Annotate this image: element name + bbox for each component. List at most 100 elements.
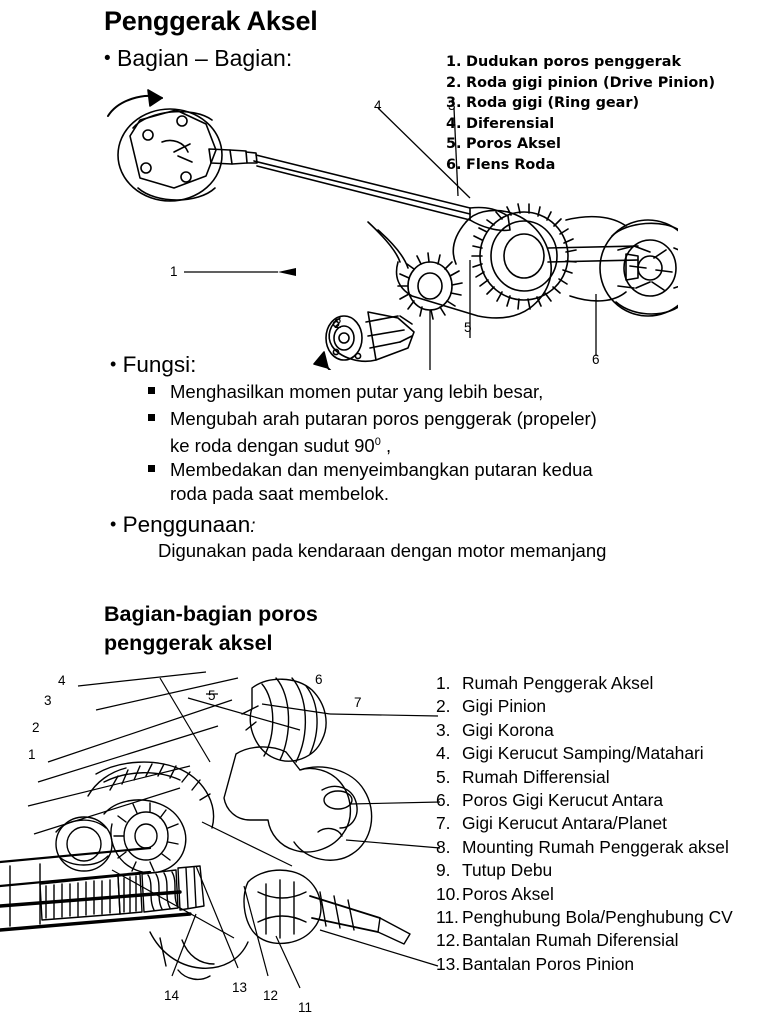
list-item-number: 6. bbox=[436, 790, 451, 811]
list-item-number: 4. bbox=[436, 743, 451, 764]
fungsi-label: Fungsi: bbox=[122, 352, 197, 377]
fungsi-item-3-label: Membedakan dan menyeimbangkan putaran ke… bbox=[170, 459, 593, 480]
list-item: 10. Poros Aksel bbox=[436, 883, 766, 906]
list-item: 6. Poros Gigi Kerucut Antara bbox=[436, 789, 766, 812]
callout-top-5: 5 bbox=[464, 320, 472, 335]
list-item-label: Bantalan Rumah Diferensial bbox=[462, 930, 679, 951]
list-item: 5. Poros Aksel bbox=[446, 134, 766, 155]
list-item-number: 4. bbox=[446, 115, 462, 132]
bullet-fungsi: • Fungsi: bbox=[110, 352, 196, 378]
square-bullet-icon bbox=[148, 465, 155, 472]
list-item-label: Gigi Korona bbox=[462, 719, 554, 740]
fungsi-item-2-line2: ke roda dengan sudut 90 bbox=[170, 434, 375, 456]
list-item-label: Gigi Pinion bbox=[462, 696, 547, 717]
list-item: 1. Dudukan poros penggerak bbox=[446, 52, 766, 73]
callout-bottom-6: 6 bbox=[315, 672, 323, 687]
bullet-dot-icon: • bbox=[104, 48, 111, 69]
list-item-number: 7. bbox=[436, 813, 451, 834]
list-item: 11. Penghubung Bola/Penghubung CV bbox=[436, 906, 766, 929]
slide-bagian-poros-penggerak: Bagian-bagian poros penggerak aksel bbox=[0, 580, 768, 1024]
list-item: 13. Bantalan Poros Pinion bbox=[436, 953, 766, 976]
rear-axle-assembly-diagram bbox=[107, 89, 678, 370]
callout-bottom-12: 12 bbox=[263, 988, 279, 1003]
list-item-number: 2. bbox=[446, 74, 462, 91]
section-title: Bagian-bagian poros penggerak aksel bbox=[104, 600, 318, 658]
callout-bottom-4: 4 bbox=[58, 673, 66, 688]
list-item-label: Bantalan Poros Pinion bbox=[462, 953, 635, 974]
list-item: 12. Bantalan Rumah Diferensial bbox=[436, 929, 766, 952]
list-item-label: Tutup Debu bbox=[462, 860, 553, 881]
list-item-number: 11. bbox=[436, 907, 459, 928]
callout-bottom-5: 5 bbox=[208, 688, 216, 703]
list-item-label: Roda gigi (Ring gear) bbox=[466, 95, 640, 112]
list-item-label: Rumah Differensial bbox=[462, 766, 610, 787]
list-item-number: 1. bbox=[436, 673, 451, 693]
square-bullet-icon bbox=[148, 387, 155, 394]
list-item-number: 12. bbox=[436, 930, 461, 951]
list-item-label: Poros Gigi Kerucut Antara bbox=[462, 790, 664, 811]
parts-list-bottom: 1. Rumah Penggerak Aksel 2. Gigi Pinion … bbox=[436, 672, 766, 976]
list-item: 9. Tutup Debu bbox=[436, 859, 766, 882]
callout-top-4: 4 bbox=[374, 98, 382, 113]
list-item-label: Rumah Penggerak Aksel bbox=[462, 673, 654, 693]
list-item: 6. Flens Roda bbox=[446, 155, 766, 176]
page-title: Penggerak Aksel bbox=[104, 6, 318, 36]
fungsi-item-1: Menghasilkan momen putar yang lebih besa… bbox=[148, 380, 544, 404]
list-item-label: Gigi Kerucut Samping/Matahari bbox=[462, 743, 704, 764]
list-item: 4. Diferensial bbox=[446, 114, 766, 135]
penggunaan-colon: : bbox=[250, 516, 256, 537]
list-item: 2. Roda gigi pinion (Drive Pinion) bbox=[446, 73, 766, 94]
callout-bottom-2: 2 bbox=[32, 720, 40, 735]
list-item-label: Mounting Rumah Penggerak aksel bbox=[462, 836, 729, 857]
list-item-number: 6. bbox=[446, 156, 462, 173]
callout-bottom-14: 14 bbox=[164, 988, 180, 1003]
slide-penggerak-aksel: Penggerak Aksel • Bagian – Bagian: bbox=[104, 6, 766, 561]
callout-bottom-11: 11 bbox=[298, 1000, 313, 1015]
list-item: 5. Rumah Differensial bbox=[436, 766, 766, 789]
list-item-label: Flens Roda bbox=[466, 156, 556, 173]
list-item: 4. Gigi Kerucut Samping/Matahari bbox=[436, 742, 766, 765]
list-item-number: 13. bbox=[436, 953, 461, 974]
fungsi-item-3: Membedakan dan menyeimbangkan putaran ke… bbox=[148, 458, 593, 505]
fungsi-item-2: Mengubah arah putaran poros penggerak (p… bbox=[148, 407, 597, 457]
list-item: 1. Rumah Penggerak Aksel bbox=[436, 672, 766, 695]
list-item-label: Diferensial bbox=[466, 115, 555, 132]
penggunaan-label: Penggunaan bbox=[122, 512, 251, 537]
list-item-number: 3. bbox=[446, 95, 462, 112]
list-item-label: Penghubung Bola/Penghubung CV bbox=[462, 907, 733, 928]
section-title-line1: Bagian-bagian poros bbox=[104, 602, 318, 626]
fungsi-item-1-label: Menghasilkan momen putar yang lebih besa… bbox=[170, 381, 544, 402]
bullet-dot-icon: • bbox=[110, 514, 117, 534]
list-item-number: 10. bbox=[436, 883, 461, 904]
list-item-number: 5. bbox=[446, 136, 462, 153]
list-item: 3. Gigi Korona bbox=[436, 719, 766, 742]
bullet-bagian-bagian: • Bagian – Bagian: bbox=[104, 45, 292, 72]
list-item-label: Dudukan poros penggerak bbox=[466, 54, 682, 70]
callout-bottom-1: 1 bbox=[28, 747, 36, 762]
list-item: 2. Gigi Pinion bbox=[436, 695, 766, 718]
fungsi-item-2-label: Mengubah arah putaran poros penggerak (p… bbox=[170, 408, 597, 429]
square-bullet-icon bbox=[148, 414, 155, 421]
penggunaan-body: Digunakan pada kendaraan dengan motor me… bbox=[158, 540, 607, 561]
callout-top-2: 2 bbox=[334, 316, 342, 331]
callout-bottom-7: 7 bbox=[354, 695, 362, 710]
bullet-dot-icon: • bbox=[110, 354, 117, 374]
list-item: 8. Mounting Rumah Penggerak aksel bbox=[436, 836, 766, 859]
list-item-number: 3. bbox=[436, 719, 451, 740]
axle-shaft-cutaway-diagram bbox=[0, 671, 440, 989]
callout-top-6: 6 bbox=[592, 352, 600, 367]
section-title-line2: penggerak aksel bbox=[104, 631, 273, 655]
list-item-number: 8. bbox=[436, 836, 451, 857]
degree-superscript: 0 bbox=[374, 435, 381, 448]
bullet-penggunaan: • Penggunaan: bbox=[110, 512, 256, 538]
list-item-number: 9. bbox=[436, 860, 451, 881]
list-item: 7. Gigi Kerucut Antara/Planet bbox=[436, 812, 766, 835]
list-item-number: 1. bbox=[446, 54, 462, 70]
fungsi-item-3-line2: roda pada saat membelok. bbox=[170, 482, 390, 504]
callout-bottom-13: 13 bbox=[232, 980, 248, 995]
list-item-number: 2. bbox=[436, 696, 451, 717]
callout-top-3: 3 bbox=[448, 98, 456, 113]
bullet-bagian-label: Bagian – Bagian: bbox=[117, 45, 293, 71]
list-item: 3. Roda gigi (Ring gear) bbox=[446, 93, 766, 114]
list-item-label: Poros Aksel bbox=[466, 136, 561, 153]
